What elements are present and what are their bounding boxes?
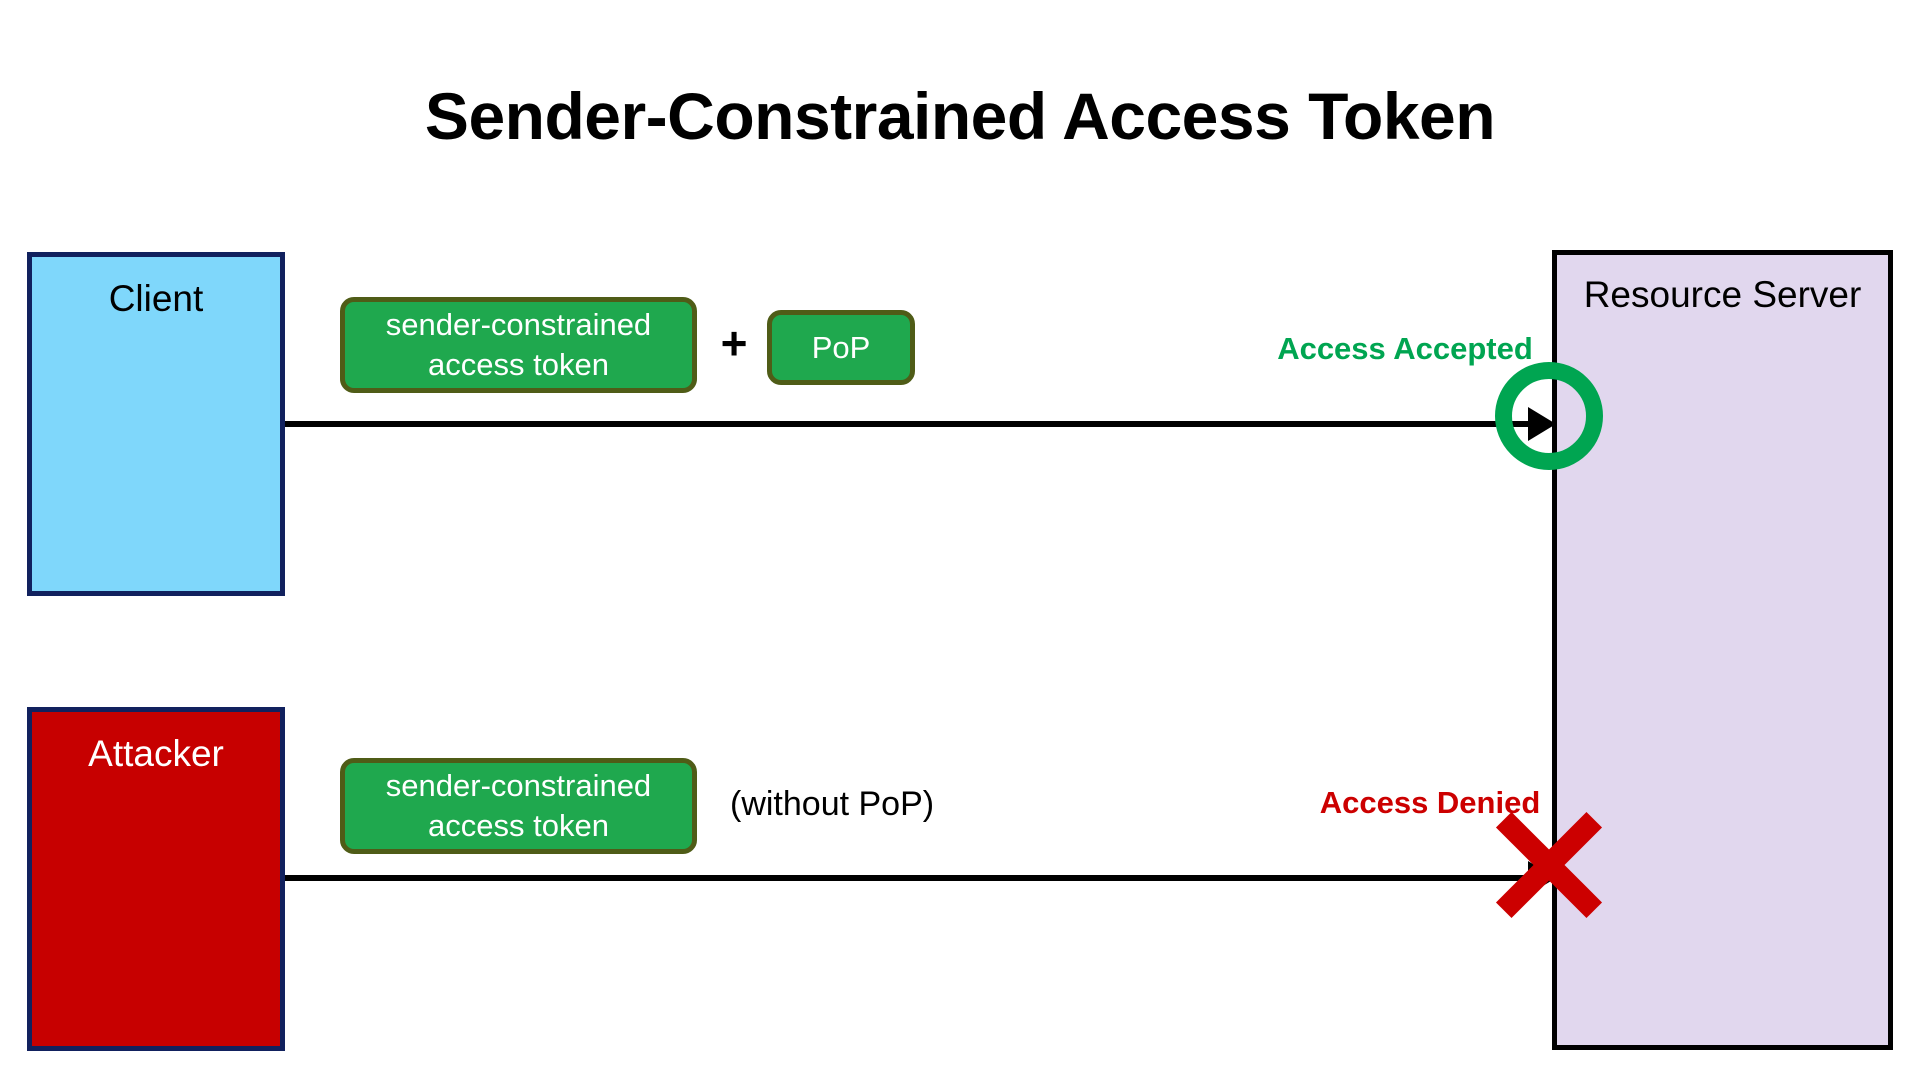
actor-box-resource-server: Resource Server [1552,250,1893,1050]
chip-sender-constrained-access-token-attacker: sender-constrained access token [340,758,697,854]
page-title: Sender-Constrained Access Token [424,79,1496,153]
chip-sender-constrained-access-token-client: sender-constrained access token [340,297,697,393]
status-label-access-denied: Access Denied [1319,785,1541,820]
chip-token-text-attacker: sender-constrained access token [386,766,651,845]
chip-token-line1-client: sender-constrained [385,307,652,343]
circle-accept-icon [1495,362,1603,470]
actor-label-resource-server: Resource Server [1583,274,1862,315]
flow-arrow-line-attacker [285,875,1540,881]
chip-pop: PoP [767,310,915,385]
chip-token-line1-attacker: sender-constrained [385,768,652,804]
actor-box-attacker: Attacker [27,707,285,1051]
actor-box-client: Client [27,252,285,596]
chip-token-line2-attacker: access token [428,808,609,843]
actor-label-client: Client [108,278,204,319]
cross-deny-icon [1495,811,1603,919]
chip-token-text-client: sender-constrained access token [386,305,651,384]
actor-label-attacker: Attacker [88,733,224,774]
plus-operator-icon: + [720,317,748,369]
annotation-without-pop: (without PoP) [730,785,935,823]
chip-pop-label: PoP [811,329,871,365]
chip-token-line2-client: access token [428,347,609,382]
flow-arrow-line-client [285,421,1540,427]
status-label-access-accepted: Access Accepted [1277,331,1533,366]
